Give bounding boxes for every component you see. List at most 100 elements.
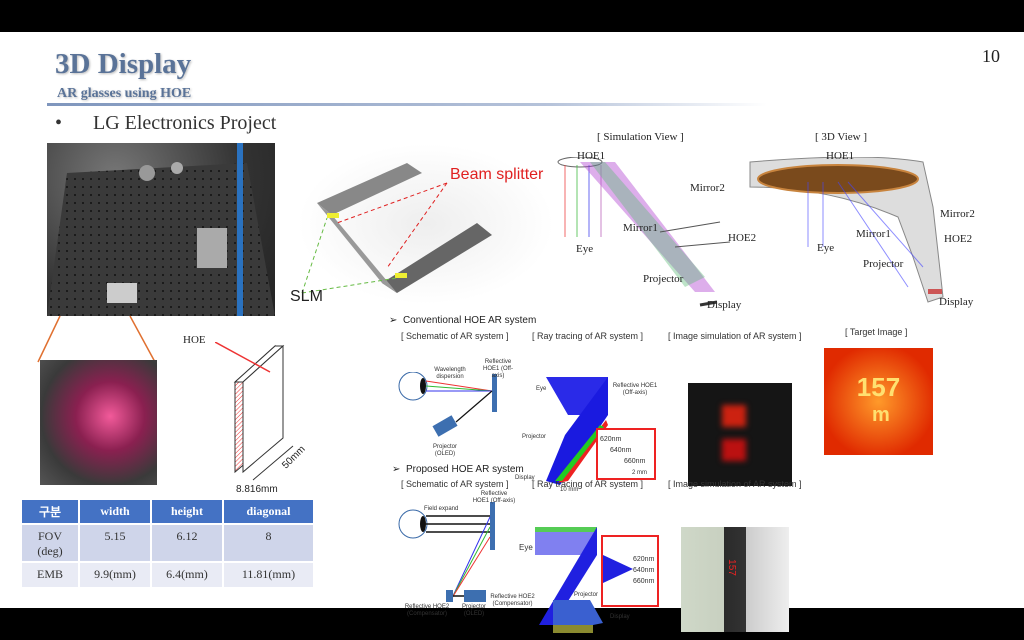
proposed-title: ➢ Proposed HOE AR system xyxy=(392,464,524,475)
bullet-text: LG Electronics Project xyxy=(93,112,277,134)
prop-hoe2-label: Reflective HOE2 (Compensator) xyxy=(404,604,450,617)
bullet-item: • LG Electronics Project xyxy=(55,112,276,135)
conv-sim-caption: [ Image simulation of AR system ] xyxy=(668,331,802,341)
target-number: 157 xyxy=(856,372,901,402)
glasses-graphic xyxy=(301,163,492,294)
table-cell: FOV (deg) xyxy=(20,523,80,563)
3d-eye-label: Eye xyxy=(817,242,835,254)
prop-620nm: 620nm xyxy=(633,556,655,563)
prop-eye-label: Eye xyxy=(519,543,533,552)
3d-hoe2-label: HOE2 xyxy=(944,233,973,245)
simulation-ray-diagram xyxy=(557,157,730,307)
table-cell: 8 xyxy=(221,523,316,563)
conv-zoom-inset: 620nm 640nm 660nm 2 mm xyxy=(596,428,656,480)
3d-view-caption: [ 3D View ] xyxy=(815,131,867,143)
slide-title: 3D Display xyxy=(55,48,192,80)
sim-hoe1-label: HOE1 xyxy=(577,150,606,162)
prop-schematic-caption: [ Schematic of AR system ] xyxy=(401,479,509,489)
conv-sim-image xyxy=(688,383,792,486)
conv-scale-2mm: 2 mm xyxy=(632,470,647,476)
proposed-title-text: Proposed HOE AR system xyxy=(405,464,524,475)
prop-640nm: 640nm xyxy=(633,567,655,574)
prop-sim-overlay: 157 xyxy=(725,559,737,576)
hoe-width-label: 8.816mm xyxy=(236,484,278,495)
target-unit: m xyxy=(872,404,890,426)
zoom-arrows xyxy=(37,315,156,363)
arrow-bullet-icon: ➢ xyxy=(389,315,403,326)
prop-projector-label: Projector (OLED) xyxy=(461,604,486,617)
table-header: height xyxy=(149,498,224,525)
arrow-bullet-icon: ➢ xyxy=(392,464,406,475)
glasses-render xyxy=(297,143,555,305)
conv-hoe1-label: Reflective HOE1 (Off-axis) xyxy=(483,359,513,379)
prop-ray-tracing xyxy=(535,527,603,633)
lab-setup-photo xyxy=(47,143,275,316)
conv-eye-label: Eye xyxy=(536,386,547,392)
prop-ray-caption: [ Ray tracing of AR system ] xyxy=(532,479,644,489)
conv-ray-projector-label: Projector xyxy=(522,434,547,440)
conv-schematic-diagram xyxy=(398,372,497,437)
table-cell: EMB xyxy=(20,561,80,589)
slide-subtitle: AR glasses using HOE xyxy=(57,86,192,101)
target-caption: [ Target Image ] xyxy=(845,327,908,337)
optical-table-graphic xyxy=(47,143,275,316)
conventional-title: ➢ Conventional HOE AR system xyxy=(389,315,536,326)
sim-projector-label: Projector xyxy=(643,273,684,285)
conv-scale-10mm: 10 mm xyxy=(560,487,579,493)
conv-projector-label: Projector (OLED) xyxy=(432,444,457,457)
prop-schematic-diagram xyxy=(398,502,495,602)
sim-mirror2-label: Mirror2 xyxy=(690,182,725,194)
page-number: 10 xyxy=(982,46,1000,66)
prop-zoom-inset: 620nm 640nm 660nm xyxy=(601,535,659,607)
table-cell: 11.81(mm) xyxy=(221,561,316,589)
sim-display-label: Display xyxy=(707,299,742,311)
hoe-label: HOE xyxy=(183,334,206,346)
table-cell: 6.4(mm) xyxy=(149,561,224,589)
conv-ray-tracing xyxy=(546,377,608,485)
3d-hoe1-label: HOE1 xyxy=(826,150,855,162)
prop-ray-hoe2-label: Reflective HOE2 (Compensator) xyxy=(490,594,535,607)
conv-640nm: 640nm xyxy=(610,447,632,454)
prop-660nm: 660nm xyxy=(633,578,655,585)
table-header: diagonal xyxy=(221,498,316,525)
conv-wavelength-label: Wavelength dispersion xyxy=(434,367,466,380)
table-cell: 6.12 xyxy=(149,523,224,563)
conv-620nm: 620nm xyxy=(600,436,622,443)
slm-label: SLM xyxy=(290,288,323,305)
hoe-sample-photo xyxy=(40,360,157,485)
3d-projector-label: Projector xyxy=(863,258,904,270)
3d-mirror2-label: Mirror2 xyxy=(940,208,975,220)
prop-sim-caption: [ Image simulation of AR system ] xyxy=(668,479,802,489)
prop-hoe1-label: Reflective HOE1 (Off-axis) xyxy=(472,491,516,504)
prop-field-label: Field expand xyxy=(424,506,459,512)
sim-mirror1-label: Mirror1 xyxy=(623,222,658,234)
prop-ray-projector-label: Projector xyxy=(574,592,599,598)
table-cell: 5.15 xyxy=(78,523,152,563)
conv-ray-display-label: Display xyxy=(515,475,535,481)
bullet-symbol: • xyxy=(55,112,63,134)
hoe-block-diagram xyxy=(215,342,294,481)
conv-ray-caption: [ Ray tracing of AR system ] xyxy=(532,331,644,341)
conv-schematic-caption: [ Schematic of AR system ] xyxy=(401,331,509,341)
sim-hoe2-label: HOE2 xyxy=(728,232,757,244)
3d-mirror1-label: Mirror1 xyxy=(856,228,891,240)
target-image: 157 m xyxy=(824,348,933,455)
prop-sim-image: 157 xyxy=(681,527,789,632)
table-cell: 9.9(mm) xyxy=(78,561,152,589)
simulation-view-caption: [ Simulation View ] xyxy=(597,131,684,143)
title-divider xyxy=(47,103,767,106)
sim-eye-label: Eye xyxy=(576,243,594,255)
prop-inset-rays xyxy=(603,555,633,583)
3d-view-render xyxy=(749,157,944,303)
slide: 3D Display AR glasses using HOE 10 • LG E… xyxy=(0,32,1024,633)
beam-splitter-label: Beam splitter xyxy=(450,166,544,183)
conventional-title-text: Conventional HOE AR system xyxy=(402,315,537,326)
conv-660nm: 660nm xyxy=(624,458,646,465)
table-header: 구분 xyxy=(20,498,80,525)
3d-display-label: Display xyxy=(939,296,974,308)
prop-ray-display-label: Display xyxy=(610,614,630,620)
table-header: width xyxy=(78,498,152,525)
